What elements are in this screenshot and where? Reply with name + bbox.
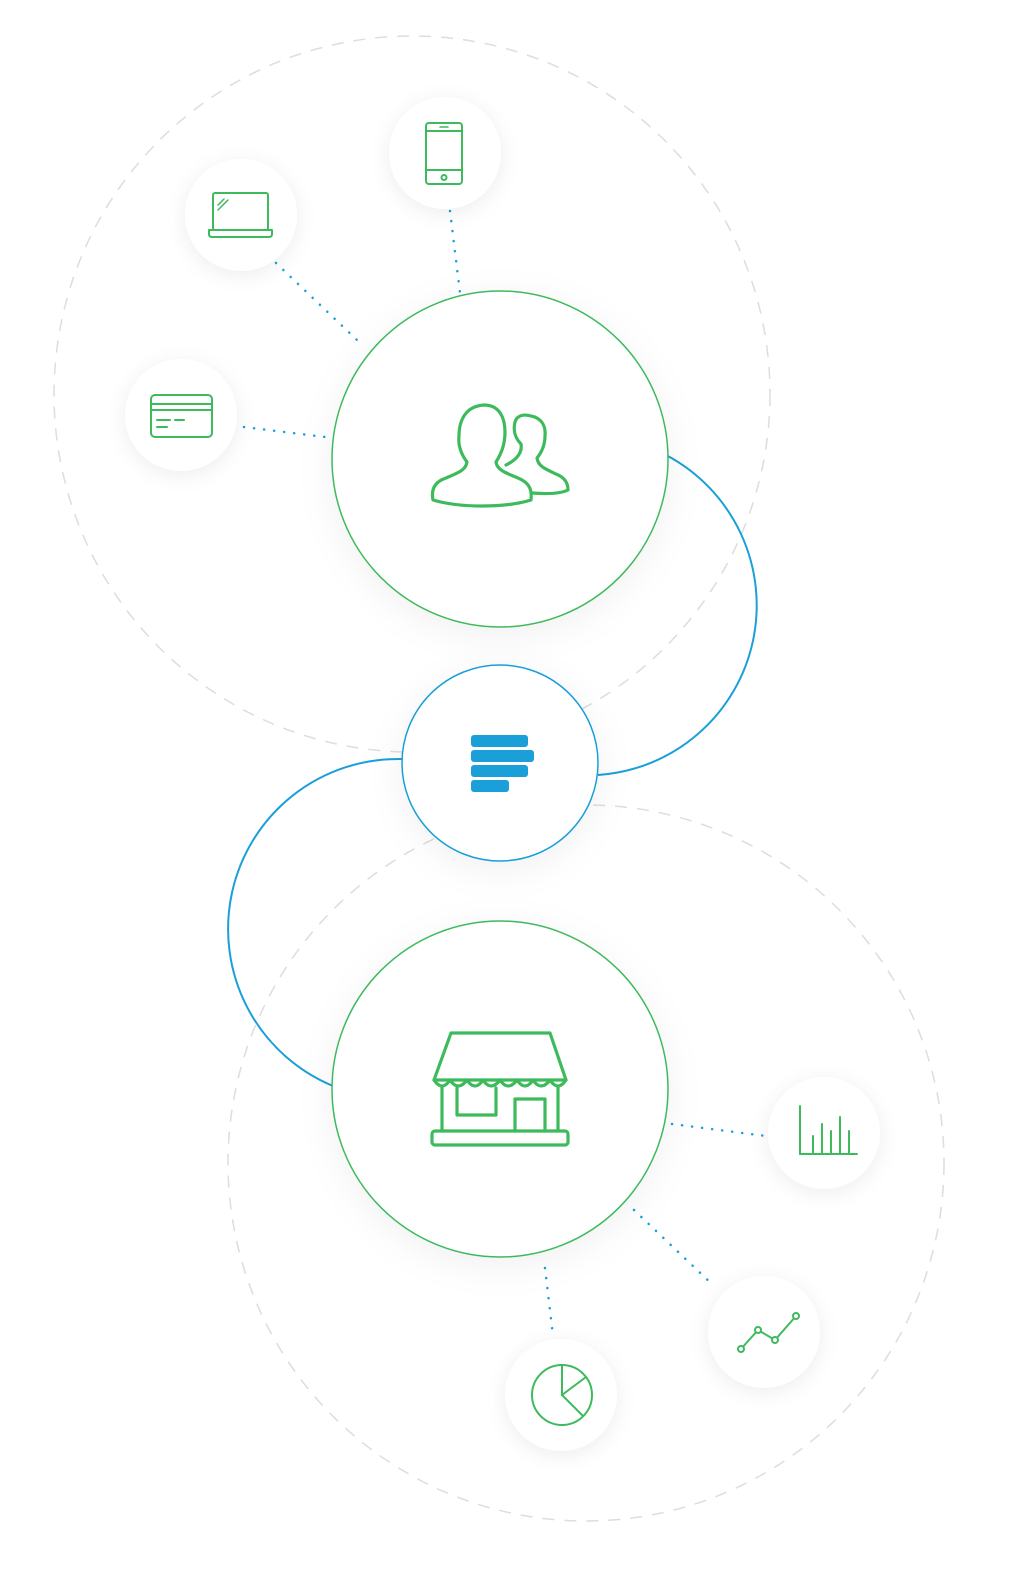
connector-laptop	[274, 261, 359, 342]
connector-card	[242, 425, 335, 440]
core-hub[interactable]	[401, 664, 599, 862]
connector-phone	[448, 209, 462, 295]
users-hub-ring	[331, 290, 669, 628]
line-chart-icon	[737, 1312, 800, 1353]
upper-link-arc	[597, 454, 758, 776]
connector-pie-chart	[543, 1266, 555, 1338]
bar-chart-node[interactable]	[768, 1077, 880, 1189]
users-hub[interactable]	[331, 290, 669, 628]
pie-chart-node[interactable]	[505, 1339, 617, 1451]
lower-orbit	[227, 804, 945, 1522]
store-hub-ring	[331, 920, 669, 1258]
users-icon	[430, 403, 570, 508]
card-node[interactable]	[125, 359, 237, 471]
connector-line-chart	[632, 1208, 716, 1288]
orbit-layer	[53, 35, 945, 1522]
pie-chart-icon	[531, 1364, 593, 1426]
connector-layer	[242, 209, 768, 1338]
storefront-icon	[430, 1031, 570, 1147]
laptop-node[interactable]	[185, 159, 297, 271]
lower-link-arc	[227, 757, 403, 1087]
stacked-bars-logo-icon	[471, 735, 534, 792]
upper-orbit	[53, 35, 771, 753]
core-hub-ring	[401, 664, 599, 862]
store-hub[interactable]	[331, 920, 669, 1258]
line-chart-node[interactable]	[708, 1276, 820, 1388]
link-arcs	[227, 454, 758, 1087]
smartphone-icon	[425, 122, 463, 185]
credit-card-icon	[150, 394, 213, 438]
bar-chart-icon	[799, 1105, 858, 1155]
laptop-icon	[208, 192, 273, 238]
phone-node[interactable]	[389, 97, 501, 209]
connector-bar-chart	[670, 1122, 768, 1138]
